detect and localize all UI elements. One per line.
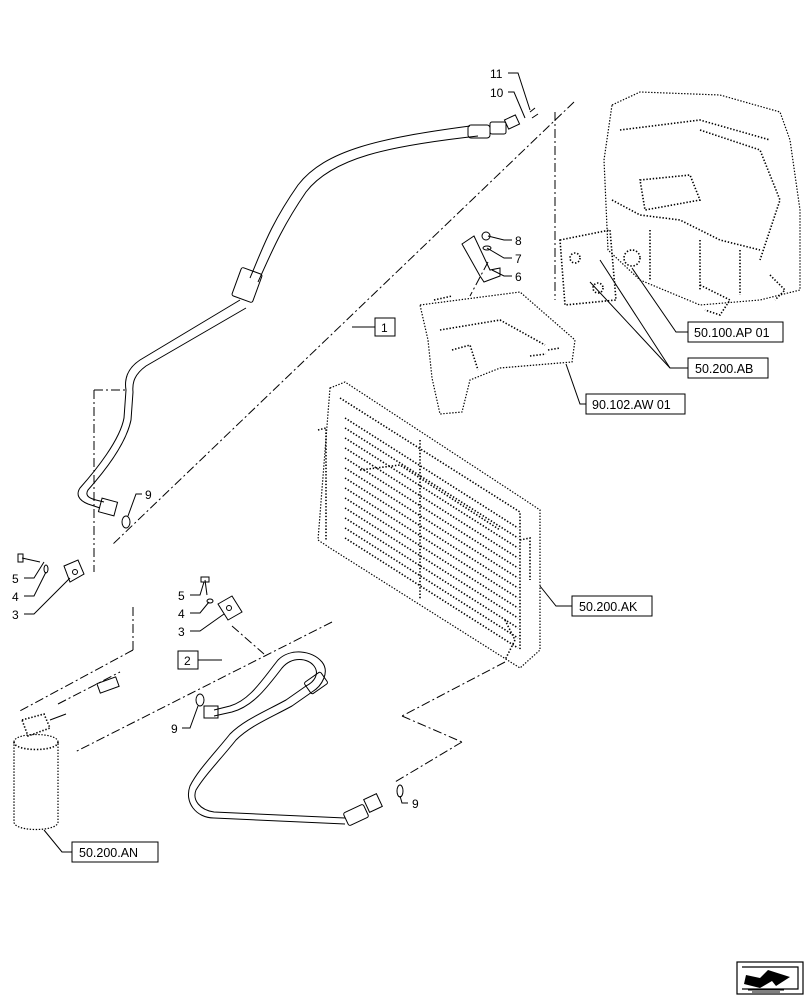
callout-9-low: 9 [412,797,419,811]
item-2-box: 2 [177,650,199,670]
frame-mount [419,291,576,415]
callout-9-mid: 9 [171,722,178,736]
callout-4-left: 4 [12,590,19,604]
ref-50-200-ab[interactable]: 50.200.AB [687,357,769,379]
svg-text:50.200.AN: 50.200.AN [79,846,138,860]
callout-3-left: 3 [12,608,19,622]
upper-hose-assembly [77,107,539,529]
callout-9-top: 9 [145,488,152,502]
condenser [317,381,541,669]
lower-hose-assembly [188,651,404,826]
bracket-assembly [461,231,501,283]
callout-5-mid: 5 [178,589,185,603]
item-1-box: 1 [374,317,396,337]
svg-text:90.102.AW 01: 90.102.AW 01 [592,398,671,412]
clamp-middle [200,576,243,621]
callout-8: 8 [515,234,522,248]
callout-3-mid: 3 [178,625,185,639]
ref-50-100-ap-01[interactable]: 50.100.AP 01 [687,321,784,343]
svg-text:50.100.AP 01: 50.100.AP 01 [694,326,770,340]
callout-6: 6 [515,270,522,284]
receiver-drier [13,676,120,831]
callout-leaders [24,72,688,853]
hvac-module [559,91,801,316]
svg-text:50.200.AB: 50.200.AB [695,362,753,376]
callout-11: 11 [490,67,503,81]
callout-5-left: 5 [12,572,19,586]
ref-50-200-ak[interactable]: 50.200.AK [571,595,653,617]
svg-text:1: 1 [381,321,388,335]
svg-text:2: 2 [184,654,191,668]
ref-90-102-aw-01[interactable]: 90.102.AW 01 [585,393,686,415]
callout-4-mid: 4 [178,607,185,621]
callout-7: 7 [515,252,522,266]
svg-text:50.200.AK: 50.200.AK [579,600,638,614]
dash-dot-leaders [17,101,575,783]
callout-10: 10 [490,86,504,100]
next-page-arrow-icon[interactable] [736,961,804,995]
ref-50-200-an[interactable]: 50.200.AN [71,841,159,863]
